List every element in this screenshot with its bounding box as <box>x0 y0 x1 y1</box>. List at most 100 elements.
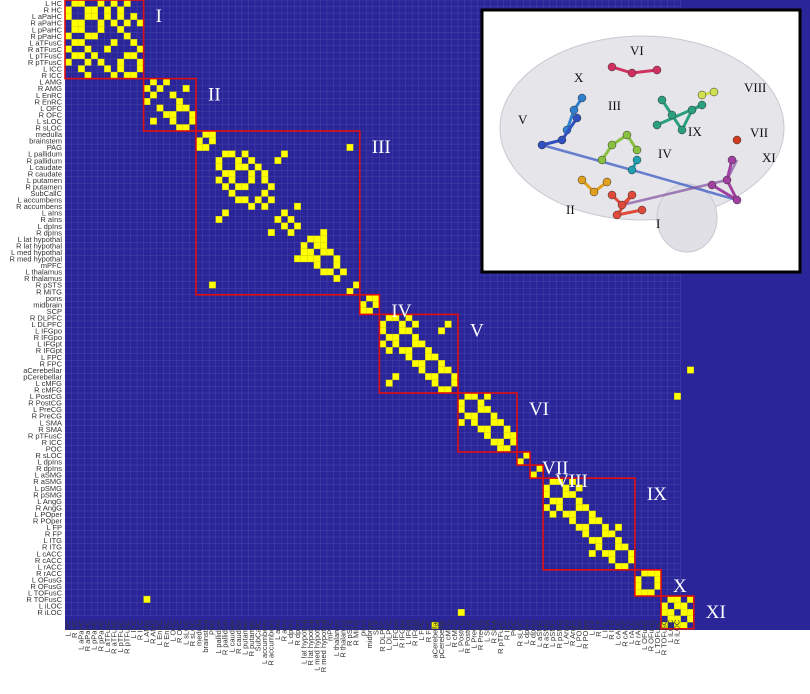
x-tick-label: R AngG <box>568 620 577 646</box>
connection-cell <box>84 12 92 20</box>
x-tick-label: R PreCG <box>476 620 485 651</box>
module-label: X <box>673 576 687 597</box>
x-tick-label: SubCallC <box>254 619 263 651</box>
connection-cell <box>484 425 491 433</box>
connection-cell <box>117 58 125 66</box>
x-tick-label: R IFGpo <box>398 620 407 648</box>
x-tick-label: L HC <box>64 619 73 636</box>
x-tick-label: L OFC <box>168 619 177 641</box>
connection-cell <box>320 235 328 243</box>
x-tick-label: L putamen <box>240 620 249 655</box>
connection-cell <box>569 491 577 498</box>
x-tick-label: pons <box>358 619 367 636</box>
x-tick-label: L DLPFC <box>385 619 394 650</box>
y-tick-label: R accumbens <box>16 202 62 211</box>
connection-cell <box>575 523 583 531</box>
y-tick-label: R OFC <box>39 110 63 119</box>
x-tick-label: R med hypothal <box>319 619 328 672</box>
connection-cell <box>195 137 203 145</box>
connection-cell <box>110 19 118 27</box>
x-tick-label: L aIns <box>273 619 282 639</box>
module-I-node <box>637 205 647 215</box>
connection-cell <box>261 176 269 184</box>
y-tick-label: R lat hypothal <box>16 241 62 250</box>
connection-cell <box>510 432 518 439</box>
x-tick-label: PAG <box>208 620 217 635</box>
module-box <box>358 293 381 316</box>
y-tick-label: L FP <box>46 523 62 532</box>
connection-cell <box>647 589 655 597</box>
connection-cell <box>136 19 144 27</box>
connection-cell <box>385 346 393 354</box>
connection-cell <box>176 104 184 112</box>
y-tick-label: L HC <box>45 0 62 8</box>
connection-cell <box>123 32 131 40</box>
x-tick-label: L AngG <box>561 620 570 645</box>
connection-cell <box>77 0 85 7</box>
y-tick-label: L DLPFC <box>31 320 62 329</box>
connection-cell <box>149 117 157 125</box>
connection-cell <box>379 327 387 335</box>
connection-cell <box>379 340 387 348</box>
connection-cell <box>77 19 85 27</box>
y-tick-label: R FPC <box>40 359 63 368</box>
x-tick-label: R pPaHC <box>96 619 105 651</box>
module-box <box>378 313 459 394</box>
connection-cell <box>261 202 269 210</box>
connection-cell <box>287 229 295 236</box>
connection-cell <box>451 373 459 381</box>
x-tick-label: R ITG <box>607 620 616 640</box>
module-box <box>142 77 197 132</box>
connection-cell <box>130 52 138 60</box>
connection-cell <box>130 12 138 20</box>
x-tick-label: R aPaHC <box>83 619 92 651</box>
x-tick-label: POC <box>509 619 518 636</box>
connection-cell <box>182 85 190 92</box>
connection-cell <box>457 609 465 616</box>
connection-cell <box>588 550 596 557</box>
y-tick-label: R SMA <box>38 425 62 434</box>
x-tick-label: R AMG <box>149 620 158 644</box>
x-tick-label: L aTFusC <box>103 619 112 652</box>
module-label: II <box>208 85 221 106</box>
connection-cell <box>687 609 694 616</box>
connection-cell <box>300 248 308 256</box>
connection-cell <box>634 589 642 597</box>
connection-cell <box>398 320 406 328</box>
x-tick-label: brainstem <box>201 620 210 653</box>
y-tick-label: R OFusG <box>30 582 62 591</box>
connection-cell <box>477 425 485 433</box>
module-VII-node <box>732 135 742 145</box>
inset-label: XI <box>762 150 776 165</box>
connection-cell <box>110 39 118 46</box>
y-tick-label: R HC <box>44 6 63 15</box>
connection-cell <box>418 366 426 374</box>
connection-cell <box>484 392 491 400</box>
y-tick-label: L pSMG <box>35 484 62 493</box>
x-tick-label: R accumbens <box>267 619 276 665</box>
x-tick-label: L sLOC <box>181 619 190 645</box>
connection-cell <box>601 530 609 538</box>
connection-cell <box>674 595 681 603</box>
module-II-node <box>577 175 587 185</box>
connection-cell <box>208 137 216 145</box>
y-tick-label: L aSMG <box>35 471 62 480</box>
module-X-node <box>577 93 587 103</box>
connection-cell <box>667 609 675 616</box>
connection-cell <box>379 320 387 328</box>
connection-cell <box>156 85 164 92</box>
module-XI-node <box>732 195 742 205</box>
module-box <box>457 392 518 453</box>
connection-cell <box>444 320 452 328</box>
y-tick-label: R pTFusC <box>28 58 63 67</box>
connection-cell <box>110 71 118 79</box>
x-tick-label: L ICC <box>129 619 138 638</box>
connection-cell <box>320 242 328 250</box>
y-tick-label: pons <box>46 294 63 303</box>
connection-cell <box>182 124 190 132</box>
connection-cell <box>497 438 504 446</box>
connection-cell <box>169 91 177 99</box>
connection-cell <box>84 45 92 53</box>
connection-cell <box>97 58 105 66</box>
module-label: VIII <box>555 471 588 492</box>
